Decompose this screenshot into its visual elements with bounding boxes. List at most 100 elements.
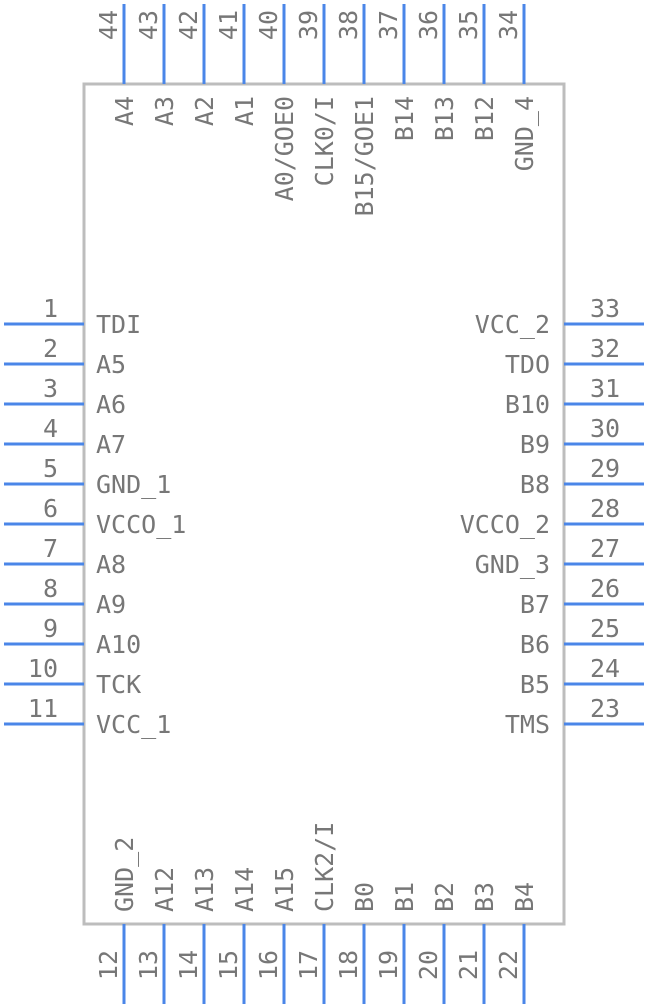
pin-2: 2A5 [4,334,126,379]
pin-label-a14: A14 [230,867,259,912]
pin-label-a8: A8 [96,550,126,579]
pins: 1TDI2A53A64A75GND_16VCCO_17A88A99A1010TC… [4,4,644,1004]
pin-number: 1 [43,294,58,323]
pin-label-b12: B12 [470,96,499,141]
pin-label-a7: A7 [96,430,126,459]
pin-label-a1: A1 [230,96,259,126]
pin-number: 44 [94,10,123,40]
pin-number: 41 [214,10,243,40]
pin-label-b15-goe1: B15/GOE1 [350,96,379,216]
pin-number: 33 [590,294,620,323]
pin-number: 16 [254,950,283,980]
pin-number: 20 [414,950,443,980]
pin-label-a9: A9 [96,590,126,619]
pin-label-a2: A2 [190,96,219,126]
pin-16: 16 A15 [254,867,299,1004]
pin-label-gnd-4: GND_4 [510,96,539,171]
pin-number: 27 [590,534,620,563]
pin-label-tdo: TDO [505,350,550,379]
pin-label-a4: A4 [110,96,139,126]
pin-number: 7 [43,534,58,563]
pin-label-tck: TCK [96,670,141,699]
pin-label-b0: B0 [350,882,379,912]
pin-label-b13: B13 [430,96,459,141]
pin-label-a3: A3 [150,96,179,126]
pin-3: 3A6 [4,374,126,419]
pin-label-vcc-1: VCC_1 [96,710,171,739]
pin-number: 32 [590,334,620,363]
pin-label-b9: B9 [520,430,550,459]
pin-number: 11 [28,694,58,723]
pin-number: 8 [43,574,58,603]
pin-label-gnd-2: GND_2 [110,837,139,912]
pin-label-a10: A10 [96,630,141,659]
pin-label-b7: B7 [520,590,550,619]
pin-label-a5: A5 [96,350,126,379]
pin-number: 29 [590,454,620,483]
pin-number: 15 [214,950,243,980]
pin-17: 17 CLK2/I [294,822,339,1004]
ic-body [82,82,566,926]
pin-number: 23 [590,694,620,723]
pin-number: 9 [43,614,58,643]
pin-4: 4A7 [4,414,126,459]
pin-number: 26 [590,574,620,603]
pin-number: 17 [294,950,323,980]
pin-20: 20 B2 [414,882,459,1004]
pin-number: 3 [43,374,58,403]
pin-number: 42 [174,10,203,40]
pin-number: 2 [43,334,58,363]
pin-number: 34 [494,10,523,40]
pin-number: 12 [94,950,123,980]
pin-number: 4 [43,414,58,443]
pin-label-b4: B4 [510,882,539,912]
pin-label-gnd-3: GND_3 [475,550,550,579]
pin-number: 28 [590,494,620,523]
pin-label-gnd-1: GND_1 [96,470,171,499]
pin-label-b6: B6 [520,630,550,659]
pin-label-a15: A15 [270,867,299,912]
pin-15: 15 A14 [214,867,259,1004]
pin-number: 37 [374,10,403,40]
pin-label-clk2-i: CLK2/I [310,822,339,912]
pin-number: 6 [43,494,58,523]
pin-label-b2: B2 [430,882,459,912]
pin-label-a6: A6 [96,390,126,419]
pin-number: 22 [494,950,523,980]
pin-22: 22 B4 [494,882,539,1004]
pin-number: 38 [334,10,363,40]
pin-label-b10: B10 [505,390,550,419]
pin-label-b14: B14 [390,96,419,141]
pin-number: 30 [590,414,620,443]
pin-label-b5: B5 [520,670,550,699]
pin-label-a0-goe0: A0/GOE0 [270,96,299,201]
pin-number: 10 [28,654,58,683]
pin-number: 5 [43,454,58,483]
pin-8: 8A9 [4,574,126,619]
pin-label-clk0-i: CLK0/I [310,96,339,186]
pin-number: 21 [454,950,483,980]
pin-number: 40 [254,10,283,40]
